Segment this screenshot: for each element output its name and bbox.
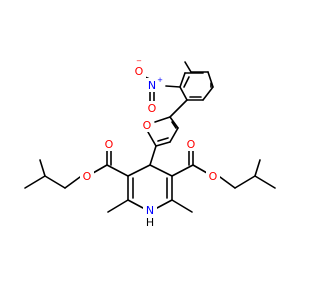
structure-diagram: O − N + O O O O O O N H [24,57,276,229]
nitro-o-double-label: O [148,102,157,115]
ester-left-ether-o-label: O [83,170,92,183]
nitro-o-minus-label: O [135,65,144,78]
nitro-n-label: N [148,79,156,92]
ester-right-ether-o-atom: O [206,169,220,183]
furan-o-label: O [143,119,152,132]
ester-left-carbonyl-o-atom: O [102,137,116,151]
nitro-o-minus-charge: − [136,57,142,65]
nitro-n-atom: N + [145,76,163,92]
nitro-o-double-atom: O [145,101,159,115]
amine-n-label: N [146,204,154,217]
ester-right-carbonyl-o-atom: O [184,137,198,151]
ester-right-carbonyl-o-label: O [187,138,196,151]
nitro-n-charge: + [157,76,163,84]
molecule-canvas: O − N + O O O O O O N H [24,57,276,229]
furan-o-atom: O [140,118,154,132]
nitro-o-minus-atom: O − [133,57,146,78]
ester-right-ether-o-label: O [209,170,218,183]
ester-left-carbonyl-o-label: O [105,138,114,151]
amine-h-label: H [146,216,154,229]
ester-left-ether-o-atom: O [80,169,94,183]
amine-nh-atom: N H [143,203,157,229]
